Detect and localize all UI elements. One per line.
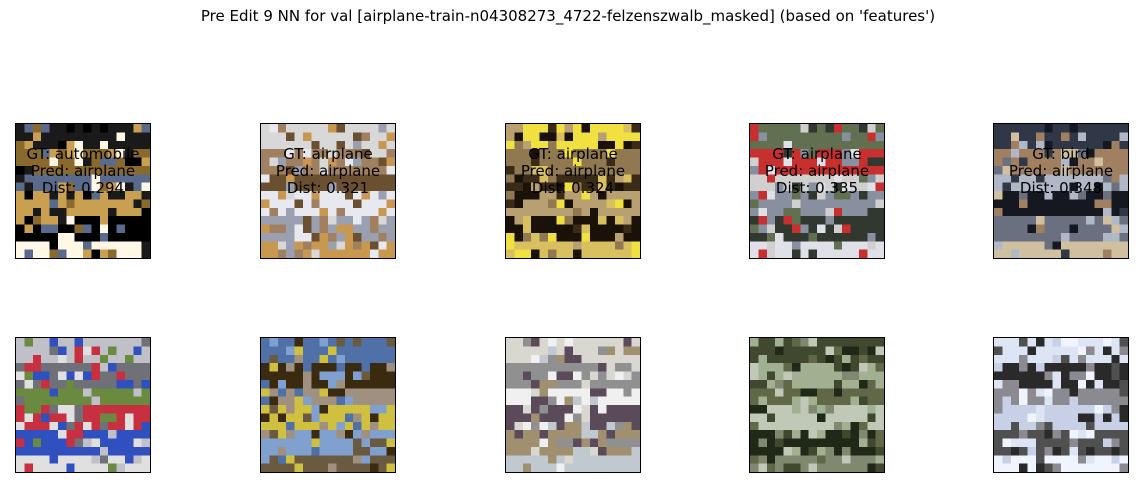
caption-pred: Pred: airplane [30, 162, 136, 180]
caption-extra: Dist: 0.348 [1019, 179, 1103, 197]
neighbor-thumbnail [993, 337, 1129, 473]
caption-pred: Pred: airplane [764, 162, 870, 180]
neighbor-thumbnail [260, 123, 396, 259]
caption-gt: GT: airplane [528, 145, 618, 163]
caption-gt: GT: airplane [283, 145, 373, 163]
caption-gt: GT: airplane [772, 145, 862, 163]
caption-extra: Dist: 0.294 [41, 179, 125, 197]
thumbnail-pixels [16, 124, 150, 258]
neighbor-thumbnail [260, 337, 396, 473]
thumbnail-pixels [750, 124, 884, 258]
thumbnail-pixels [994, 338, 1128, 472]
thumbnail-pixels [16, 338, 150, 472]
thumbnail-pixels [506, 124, 640, 258]
caption-pred: Pred: airplane [520, 162, 626, 180]
caption-gt: GT: automobile [26, 145, 140, 163]
caption-extra: Dist: 0.335 [775, 179, 859, 197]
caption-pred: Pred: airplane [1008, 162, 1114, 180]
thumbnail-pixels [261, 338, 395, 472]
thumbnail-pixels [261, 124, 395, 258]
caption-pred: Pred: airplane [275, 162, 381, 180]
neighbor-thumbnail [993, 123, 1129, 259]
thumbnail-pixels [506, 338, 640, 472]
neighbor-thumbnail [15, 123, 151, 259]
neighbor-thumbnail [505, 123, 641, 259]
caption-extra: Dist: 0.321 [286, 179, 370, 197]
neighbor-thumbnail [505, 337, 641, 473]
neighbor-thumbnail [749, 337, 885, 473]
caption-gt: GT: bird [1032, 145, 1090, 163]
thumbnail-pixels [750, 338, 884, 472]
figure-title: Pre Edit 9 NN for val [airplane-train-n0… [200, 7, 936, 25]
neighbor-thumbnail [15, 337, 151, 473]
caption-extra: Dist: 0.324 [531, 179, 615, 197]
thumbnail-pixels [994, 124, 1128, 258]
neighbor-thumbnail [749, 123, 885, 259]
